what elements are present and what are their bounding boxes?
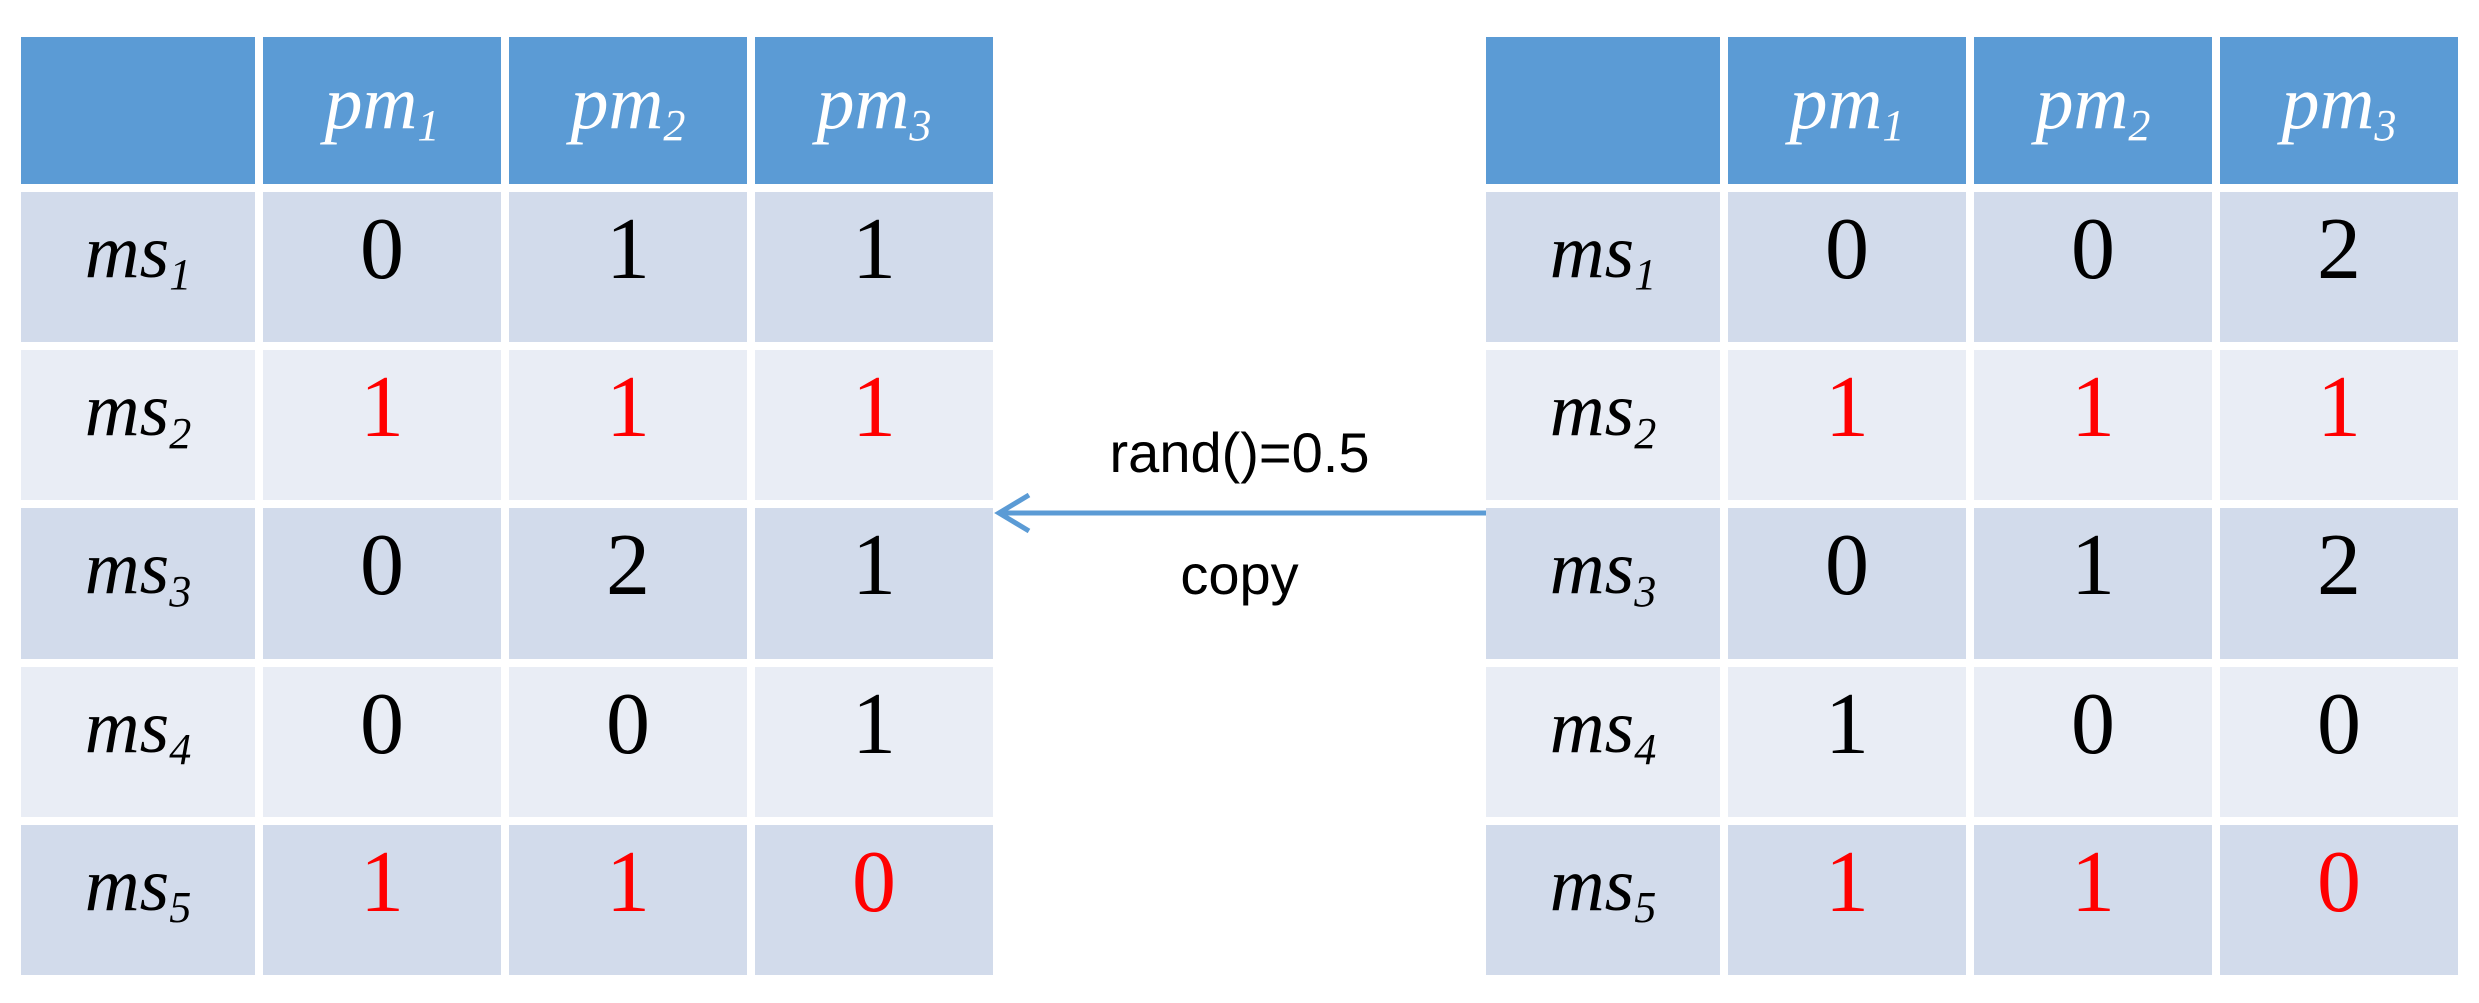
cell-ms2-pm3: 1 xyxy=(2220,350,2458,501)
corner-cell xyxy=(21,37,255,184)
row-label-ms2: ms2 xyxy=(21,350,255,501)
cell-ms5-pm3: 0 xyxy=(755,824,993,975)
cell-ms1-pm3: 2 xyxy=(2220,192,2458,343)
cell-ms3-pm2: 1 xyxy=(1974,508,2212,659)
rand-condition-label: rand()=0.5 xyxy=(1109,421,1370,484)
row-label-ms1: ms1 xyxy=(1486,192,1720,343)
cell-ms5-pm1: 1 xyxy=(263,824,501,975)
cell-ms4-pm1: 1 xyxy=(1728,666,1966,817)
cell-ms3-pm1: 0 xyxy=(1728,508,1966,659)
cell-ms3-pm1: 0 xyxy=(263,508,501,659)
header-cell-pm2: pm2 xyxy=(1974,37,2212,184)
cell-ms5-pm2: 1 xyxy=(509,824,747,975)
cell-ms1-pm1: 0 xyxy=(263,192,501,343)
cell-ms1-pm3: 1 xyxy=(755,192,993,343)
copy-arrow-group: rand()=0.5 copy xyxy=(993,420,1486,608)
cell-ms3-pm2: 2 xyxy=(509,508,747,659)
row-label-ms1: ms1 xyxy=(21,192,255,343)
row-label-ms5: ms5 xyxy=(1486,824,1720,975)
cell-ms1-pm1: 0 xyxy=(1728,192,1966,343)
row-label-ms2: ms2 xyxy=(1486,350,1720,501)
copy-operation-label: copy xyxy=(1180,543,1299,606)
header-cell-pm2: pm2 xyxy=(509,37,747,184)
cell-ms2-pm2: 1 xyxy=(1974,350,2212,501)
corner-cell xyxy=(1486,37,1720,184)
cell-ms5-pm3: 0 xyxy=(2220,824,2458,975)
header-cell-pm3: pm3 xyxy=(755,37,993,184)
row-label-ms4: ms4 xyxy=(21,666,255,817)
row-label-ms5: ms5 xyxy=(21,824,255,975)
row-label-ms3: ms3 xyxy=(21,508,255,659)
row-label-ms4: ms4 xyxy=(1486,666,1720,817)
cell-ms2-pm1: 1 xyxy=(263,350,501,501)
cell-ms2-pm2: 1 xyxy=(509,350,747,501)
cell-ms4-pm3: 1 xyxy=(755,666,993,817)
header-cell-pm1: pm1 xyxy=(263,37,501,184)
cell-ms4-pm3: 0 xyxy=(2220,666,2458,817)
header-cell-pm3: pm3 xyxy=(2220,37,2458,184)
cell-ms4-pm2: 0 xyxy=(1974,666,2212,817)
cell-ms5-pm1: 1 xyxy=(1728,824,1966,975)
cell-ms3-pm3: 1 xyxy=(755,508,993,659)
cell-ms4-pm1: 0 xyxy=(263,666,501,817)
cell-ms1-pm2: 0 xyxy=(1974,192,2212,343)
cell-ms4-pm2: 0 xyxy=(509,666,747,817)
header-cell-pm1: pm1 xyxy=(1728,37,1966,184)
cell-ms2-pm3: 1 xyxy=(755,350,993,501)
row-label-ms3: ms3 xyxy=(1486,508,1720,659)
cell-ms2-pm1: 1 xyxy=(1728,350,1966,501)
left-arrow-icon xyxy=(994,492,1486,534)
cell-ms5-pm2: 1 xyxy=(1974,824,2212,975)
cell-ms1-pm2: 1 xyxy=(509,192,747,343)
cell-ms3-pm3: 2 xyxy=(2220,508,2458,659)
